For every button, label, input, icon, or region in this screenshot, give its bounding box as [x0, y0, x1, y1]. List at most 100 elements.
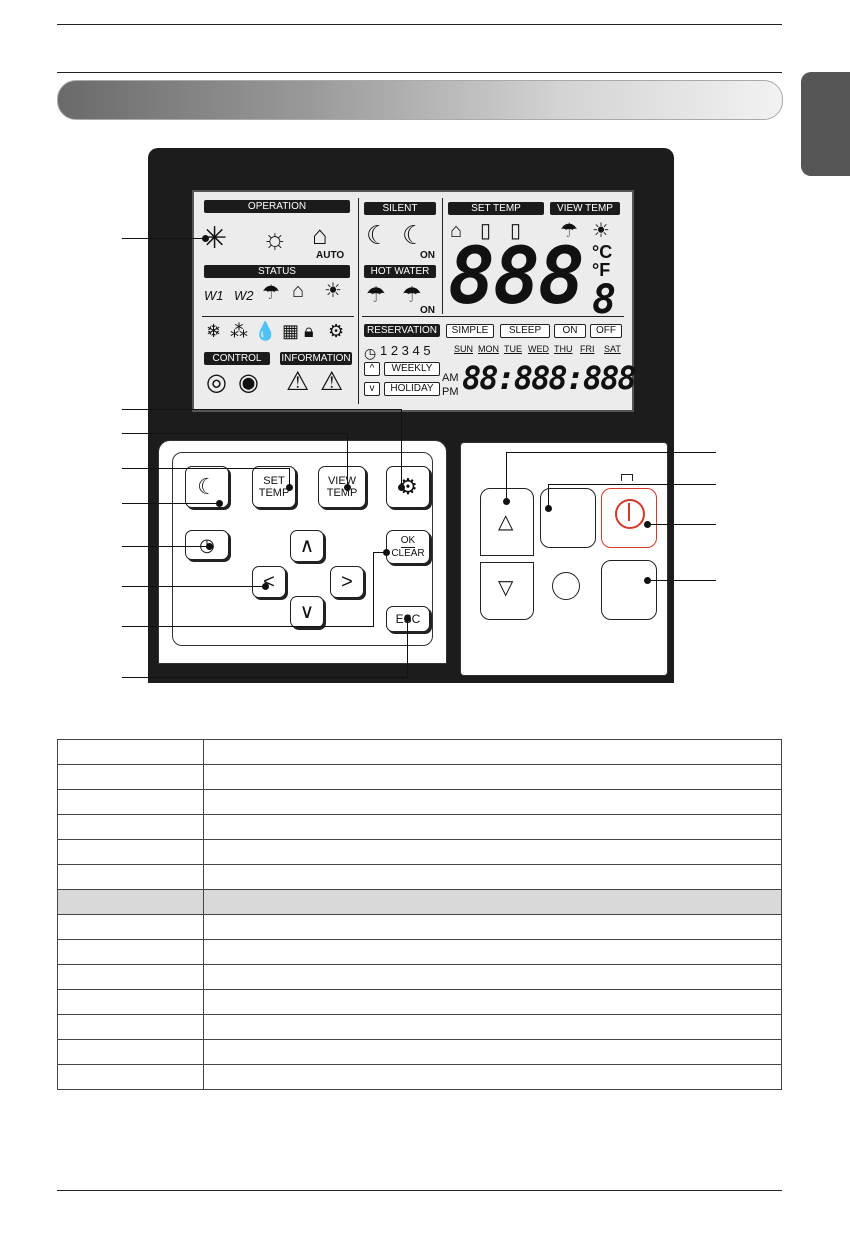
silent-label: SILENT [364, 202, 436, 215]
bottom-rule [57, 1190, 782, 1191]
table-cell [203, 739, 782, 765]
hot-water-status-icon: ☂ [262, 282, 280, 304]
pm-label: PM [442, 386, 459, 398]
table-cell [57, 1014, 204, 1040]
table-cell [57, 864, 204, 890]
table-cell [203, 939, 782, 965]
auto-house-icon: ⌂ [312, 220, 328, 250]
set-temp-label: SET TEMP [448, 202, 544, 215]
callout-line-7 [122, 586, 264, 587]
temp-down-button[interactable]: ▽ [480, 562, 534, 620]
callout-line-3 [122, 433, 348, 434]
table-row [57, 964, 782, 990]
settings-button[interactable]: ⚙ [386, 466, 430, 508]
set-temp-button-label-1: SET [263, 475, 285, 487]
power-icon-bar [628, 503, 630, 521]
table-cell [203, 914, 782, 940]
callout-line-8 [122, 626, 374, 627]
ok-clear-button[interactable]: OK CLEAR [386, 530, 430, 564]
right-arrow-button[interactable]: > [330, 566, 364, 598]
water-drop-icon: 💧 [254, 321, 277, 341]
table-cell [57, 814, 204, 840]
table-cell [203, 789, 782, 815]
callout-dot-11 [545, 505, 552, 512]
set-temp-button-label-2: TEMP [258, 487, 290, 499]
temperature-decimal-digit: 8 [592, 277, 616, 323]
sun-play-icon: ☀ [324, 280, 342, 302]
section-rule [57, 72, 782, 73]
silent-on-label: ON [420, 250, 435, 261]
control-label: CONTROL [204, 352, 270, 365]
table-row [57, 939, 782, 965]
callout-line-4 [122, 468, 290, 469]
day-wed: WED [528, 344, 549, 354]
information-label: INFORMATION [280, 352, 352, 365]
table-cell [203, 1039, 782, 1065]
table-row [57, 864, 782, 890]
day-thu: THU [554, 344, 573, 354]
table-cell [203, 839, 782, 865]
day-mon: MON [478, 344, 499, 354]
view-temp-button-label-1: VIEW [327, 475, 357, 487]
table-cell [203, 814, 782, 840]
table-row [57, 839, 782, 865]
callout-line-11 [548, 484, 716, 485]
callout-dot-4 [286, 484, 293, 491]
chapter-tab [801, 72, 850, 176]
callout-dot-5 [216, 500, 223, 507]
holiday-down-arrow-icon: v [364, 382, 380, 396]
table-cell [57, 1064, 204, 1090]
view-temp-label: VIEW TEMP [550, 202, 620, 215]
table-cell [203, 864, 782, 890]
day-sat: SAT [604, 344, 621, 354]
down-arrow-button[interactable]: ∨ [290, 596, 324, 628]
settings-off-icon: ⚙ [328, 321, 345, 341]
fan-speed-button[interactable] [601, 560, 657, 620]
table-cell [57, 789, 204, 815]
table-row [57, 764, 782, 790]
clock-digits: 88:888:888 [462, 359, 637, 397]
alert-icon: ⚠ [320, 366, 344, 396]
tank-temp-icon: ☂ [560, 220, 578, 242]
simple-label: SIMPLE [446, 324, 494, 338]
callout-dot-13 [644, 577, 651, 584]
weekly-label: WEEKLY [384, 362, 440, 376]
view-temp-button-label-2: TEMP [326, 487, 358, 499]
callout-dot-7 [262, 583, 269, 590]
table-cell [203, 889, 782, 915]
outlet-temp-icon: ▯ [510, 220, 522, 242]
power-button[interactable] [601, 488, 657, 548]
callout-dot-1 [202, 235, 209, 242]
hot-water-label: HOT WATER [364, 265, 436, 278]
up-arrow-button[interactable]: ∧ [290, 530, 324, 562]
callout-dot-12 [644, 521, 651, 528]
table-cell [57, 964, 204, 990]
lock-icon: 🔒︎ [304, 321, 314, 341]
am-label: AM [442, 372, 459, 384]
callout-line-2 [122, 409, 402, 410]
table-cell [57, 839, 204, 865]
callout-line-5 [122, 503, 220, 504]
right-button-panel [460, 442, 668, 676]
operation-label: OPERATION [204, 200, 350, 213]
table-cell [57, 989, 204, 1015]
reservation-numbers: 1 2 3 4 5 [380, 343, 431, 358]
left-arrow-button[interactable]: < [252, 566, 286, 598]
view-temp-button[interactable]: VIEW TEMP [318, 466, 366, 508]
table-cell [203, 1014, 782, 1040]
fahrenheit-label: °F [592, 260, 611, 280]
table-row [57, 914, 782, 940]
table-row [57, 739, 782, 765]
callout-line-10 [506, 452, 716, 453]
day-fri: FRI [580, 344, 595, 354]
holiday-label: HOLIDAY [384, 382, 440, 396]
outdoor-temp-icon: ☀ [592, 220, 610, 242]
weekly-up-arrow-icon: ^ [364, 362, 380, 376]
sleep-label: SLEEP [500, 324, 550, 338]
table-cell [203, 964, 782, 990]
mode-button[interactable] [540, 488, 596, 548]
water-pump-1-icon: W1 [204, 288, 224, 303]
top-rule [57, 24, 782, 25]
hot-water-on-label: ON [420, 305, 435, 316]
callout-dot-3 [344, 484, 351, 491]
